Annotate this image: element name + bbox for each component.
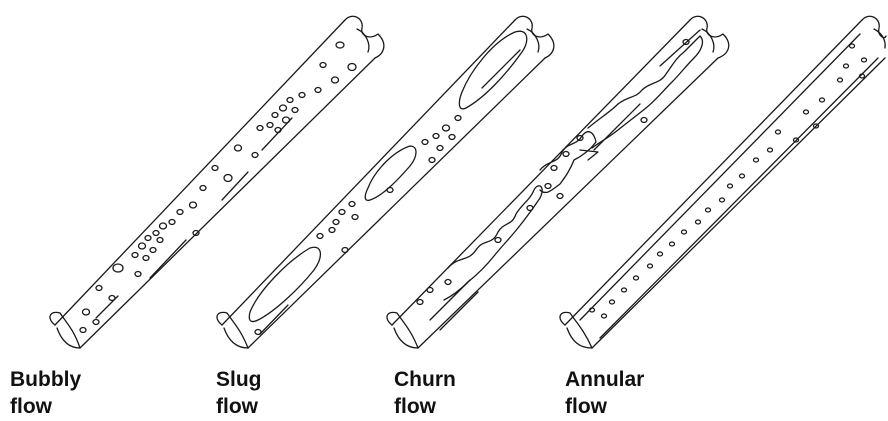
bubbles [80,42,356,333]
bubbly-flow-label-line1: Bubbly [10,366,81,393]
bubbly-flow-label: Bubbly flow [10,366,81,420]
annular-flow-label-line1: Annular [565,366,644,393]
annular-flow-pipe [560,16,886,348]
liquid-film-boundary [580,34,860,320]
slug-flow-label: Slug flow [216,366,262,420]
bubbles [255,116,461,335]
taylor-bubble [249,247,320,321]
churn-flow-label-line1: Churn [394,366,456,393]
churn-interface [588,36,702,148]
annular-flow-label-line2: flow [565,393,644,420]
annular-flow-label: Annular flow [565,366,644,420]
churn-flow-pipe [387,16,729,348]
slug-flow-label-line1: Slug [216,366,262,393]
churn-flow-label: Churn flow [394,366,456,420]
churn-flow-label-line2: flow [394,393,456,420]
bubbly-flow-label-line2: flow [10,393,81,420]
slug-flow-label-line2: flow [216,393,262,420]
liquid-film-boundary [600,58,878,338]
slug-flow-pipe [217,16,554,348]
bubbly-flow-pipe [50,16,384,348]
droplets [590,44,867,318]
